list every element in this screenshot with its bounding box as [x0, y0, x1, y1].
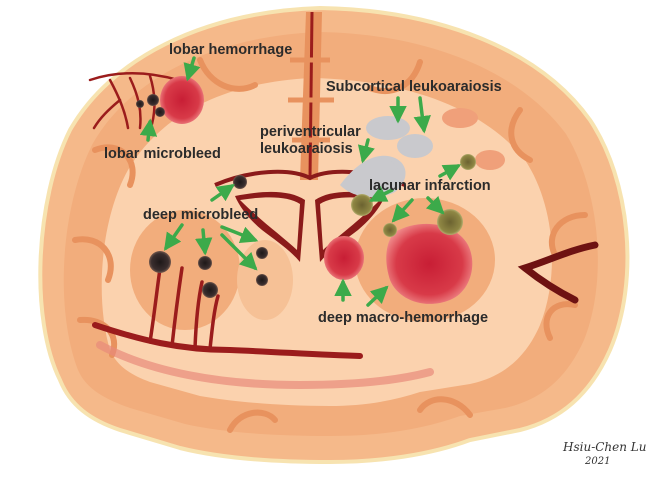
deep-hemorrhage-small: [324, 236, 364, 280]
label-deep-microbleed: deep microbleed: [143, 207, 258, 224]
label-periventricular-line1: periventricular: [260, 124, 361, 141]
label-lacunar-infarction: lacunar infarction: [369, 178, 491, 195]
label-lobar-hemorrhage: lobar hemorrhage: [169, 42, 292, 59]
label-deep-macro-hemorrhage: deep macro-hemorrhage: [318, 310, 488, 327]
small-lesion-peach-2: [475, 150, 505, 170]
lobar-hemorrhage: [160, 76, 204, 124]
lacune-3: [383, 223, 397, 237]
lacune-2: [460, 154, 476, 170]
deep-hemorrhage-large: [386, 224, 472, 304]
small-lesion-peach-1: [442, 108, 478, 128]
label-periventricular-line2: leukoaraiosis: [260, 141, 353, 158]
lacune-1: [351, 194, 373, 216]
label-lobar-microbleed: lobar microbleed: [104, 146, 221, 163]
label-subcortical-leukoaraiosis: Subcortical leukoaraiosis: [326, 79, 502, 96]
artist-signature: Hsiu-Chen Lu: [563, 440, 646, 454]
artist-signature-year: 2021: [585, 456, 610, 467]
